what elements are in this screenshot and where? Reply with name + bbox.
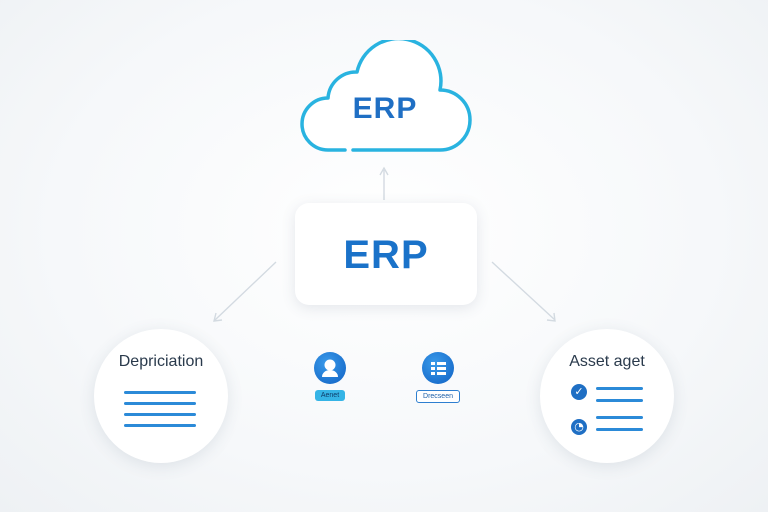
asset-item-line — [596, 399, 643, 402]
connector-right — [491, 261, 556, 321]
asset-title: Asset aget — [569, 353, 645, 370]
erp-card[interactable]: ERP — [295, 203, 477, 305]
mini-node-list[interactable]: Drecseen — [413, 352, 463, 403]
clock-circle-icon: ◔ — [571, 419, 587, 435]
asset-item-line — [596, 416, 643, 419]
asset-node[interactable]: Asset aget ✓ ◔ — [540, 329, 674, 463]
check-circle-icon: ✓ — [571, 384, 587, 400]
user-badge: Aenet — [314, 390, 346, 401]
connector-right-arrowhead — [546, 312, 556, 322]
mini-node-user[interactable]: Aenet — [305, 352, 355, 402]
depreciation-title: Depriciation — [118, 353, 204, 370]
asset-item-line — [596, 387, 643, 390]
asset-item-line — [596, 428, 643, 431]
connector-cloud-arrowhead — [379, 166, 389, 176]
connector-left — [214, 261, 277, 321]
connector-left-arrowhead — [213, 312, 223, 322]
list-badge: Drecseen — [416, 390, 460, 403]
user-icon — [314, 352, 346, 384]
list-icon — [422, 352, 454, 384]
erp-card-label: ERP — [343, 233, 429, 277]
cloud-label: ERP — [352, 92, 418, 125]
cloud-icon — [300, 40, 472, 152]
depreciation-node[interactable]: Depriciation — [94, 329, 228, 463]
